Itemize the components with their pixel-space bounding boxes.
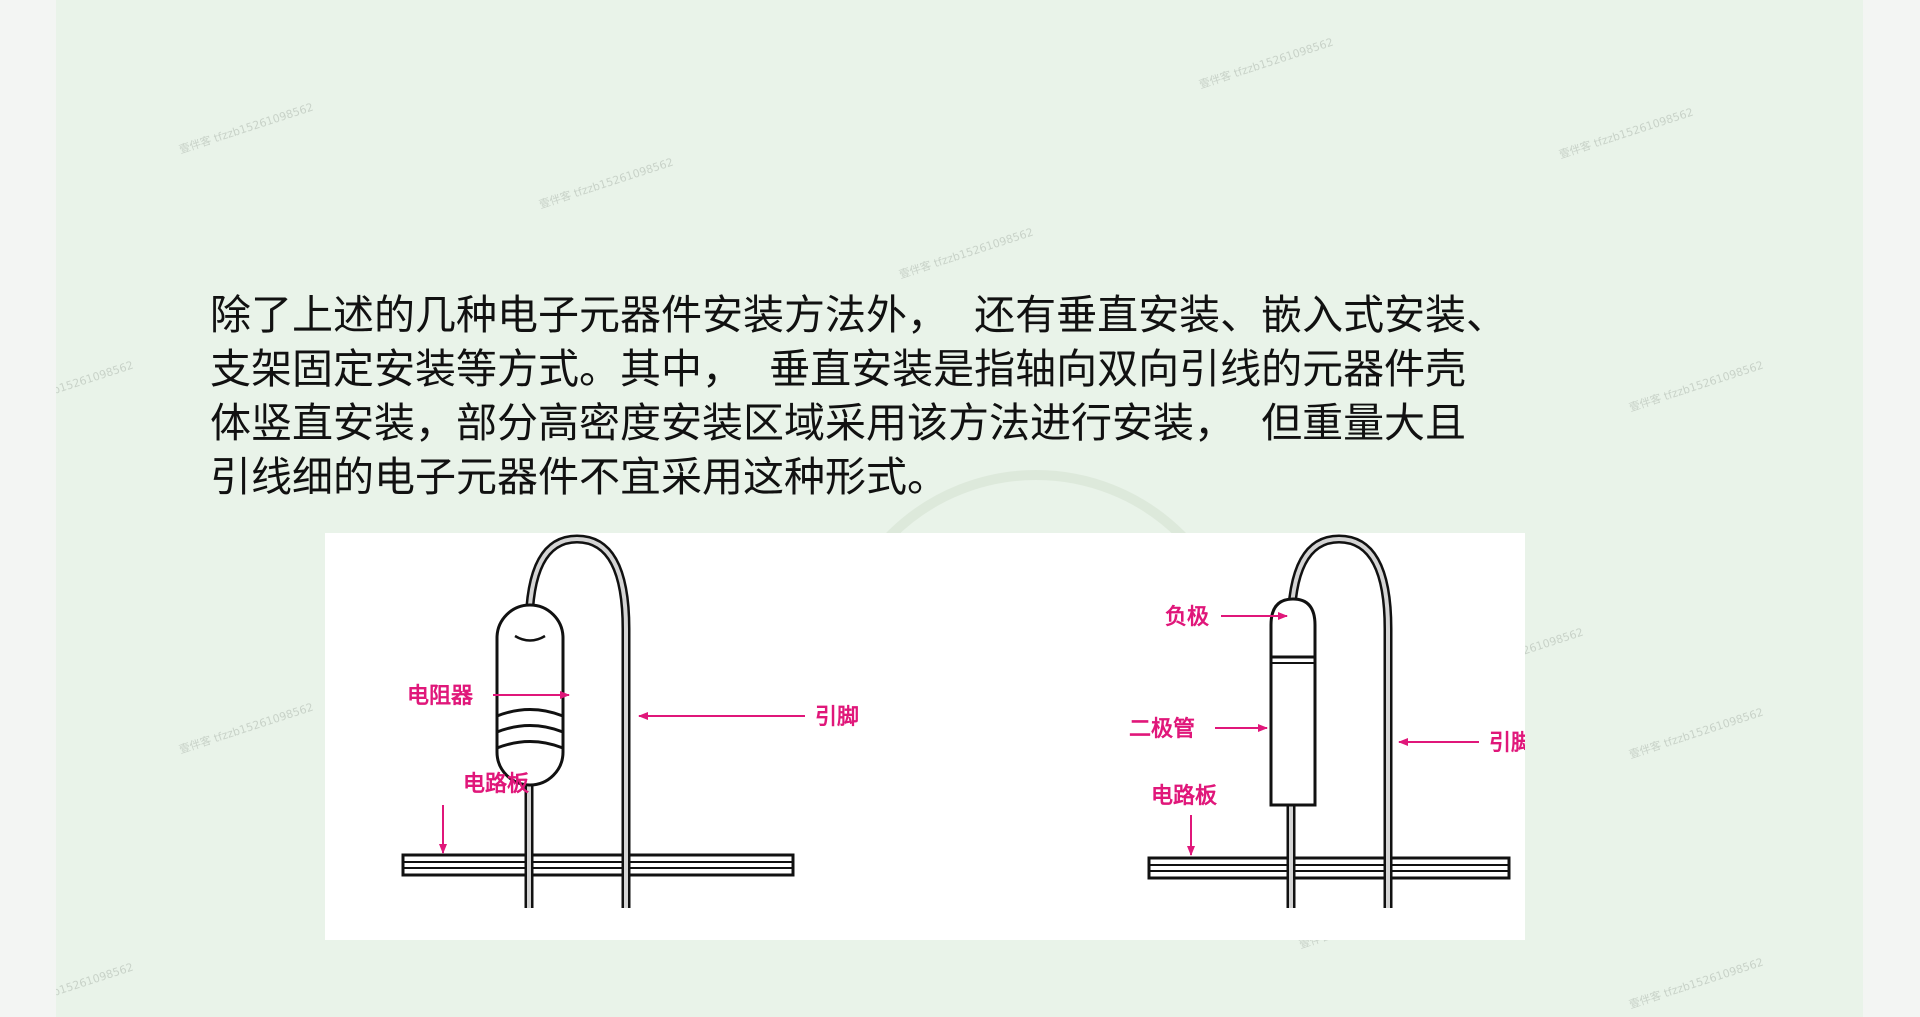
watermark-text: 壹伴客 tfzzb15261098562 [56, 358, 135, 415]
watermark-text: 壹伴客 tfzzb15261098562 [56, 960, 135, 1017]
paragraph-line: 除了上述的几种电子元器件安装方法外， 还有垂直安装、嵌入式安装、 [210, 291, 1508, 339]
diode-body [1269, 597, 1317, 807]
paragraph-line: 体竖直安装，部分高密度安装区域采用该方法进行安装， 但重量大且 [210, 399, 1467, 447]
watermark-text: 壹伴客 tfzzb15261098562 [537, 155, 675, 212]
left-board-label: 电路板 [463, 771, 530, 797]
body-paragraph: 除了上述的几种电子元器件安装方法外， 还有垂直安装、嵌入式安装、 支架固定安装等… [210, 288, 1690, 504]
watermark-text: 壹伴客 tfzzb15261098562 [177, 700, 315, 757]
left-pin-label: 引脚 [815, 704, 859, 730]
paragraph-line: 引线细的电子元器件不宜采用这种形式。 [210, 453, 948, 501]
right-lead-wire [1286, 534, 1393, 908]
left-lead-wire [524, 534, 631, 908]
right-pin-label: 引脚 [1489, 730, 1525, 756]
mount-diagram: 电阻器 引脚 电路板 [401, 534, 1525, 908]
right-board-label: 电路板 [1151, 783, 1218, 809]
watermark-text: 壹伴客 tfzzb15261098562 [1627, 955, 1765, 1012]
cathode-label: 负极 [1165, 604, 1210, 630]
right-diagram: 负极 二极管 引脚 电路板 [1129, 534, 1525, 908]
diode-label: 二极管 [1129, 716, 1195, 742]
watermark-text: 壹伴客 tfzzb15261098562 [1197, 35, 1335, 92]
watermark-text: 壹伴客 tfzzb15261098562 [177, 100, 315, 157]
right-circuit-board [1147, 856, 1511, 880]
left-diagram: 电阻器 引脚 电路板 [401, 534, 859, 908]
watermark-text: 壹伴客 tfzzb15261098562 [1557, 105, 1695, 162]
slide: 壹伴客 tfzzb15261098562 壹伴客 tfzzb1526109856… [56, 0, 1863, 1017]
watermark-text: 壹伴客 tfzzb15261098562 [1627, 705, 1765, 762]
resistor-label: 电阻器 [407, 683, 474, 709]
left-circuit-board [401, 853, 795, 877]
vertical-mount-figure: 电阻器 引脚 电路板 [325, 533, 1525, 940]
watermark-text: 壹伴客 tfzzb15261098562 [897, 225, 1035, 282]
paragraph-line: 支架固定安装等方式。其中， 垂直安装是指轴向双向引线的元器件壳 [210, 345, 1467, 393]
